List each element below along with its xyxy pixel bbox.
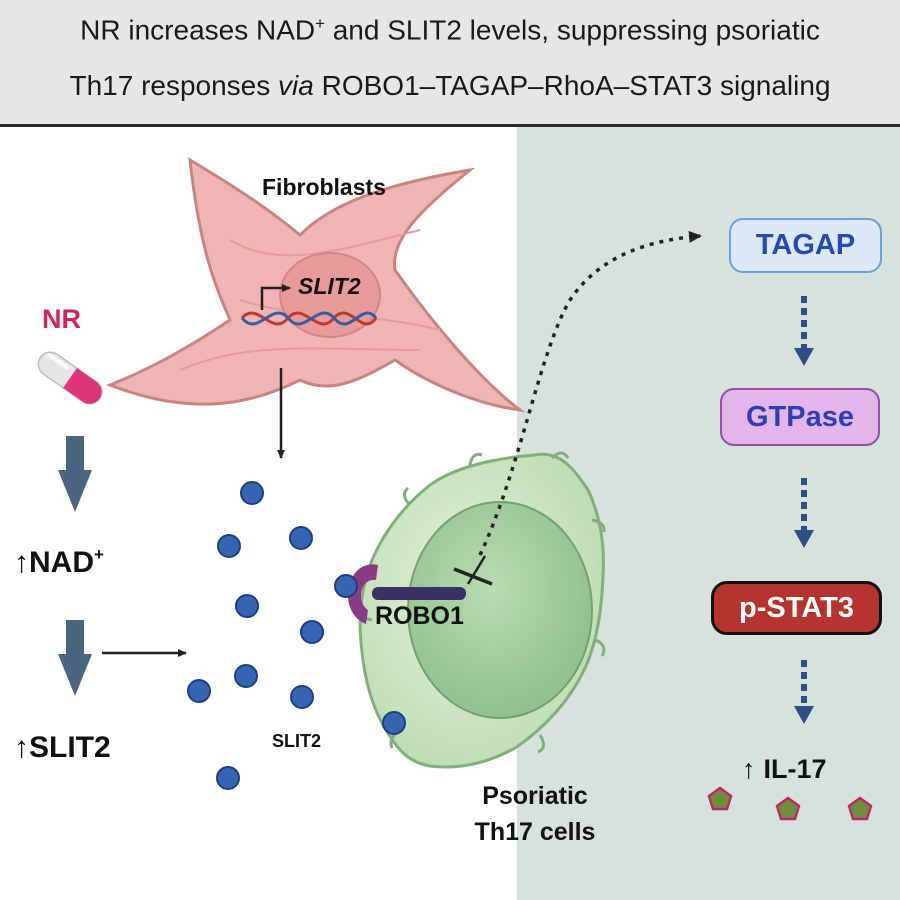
fibroblast-cell — [105, 157, 526, 413]
slit2-protein-dot — [216, 766, 240, 790]
gtpase-to-pstat3-arrow — [794, 478, 814, 548]
th17-cell — [358, 451, 606, 769]
cell-label-line-2: Th17 cells — [475, 818, 596, 846]
title-superscript: + — [315, 14, 325, 33]
slit2-protein-label: SLIT2 — [272, 731, 321, 751]
slit2-protein-dot — [234, 664, 258, 688]
title-line-2: Th17 responses via ROBO1–TAGAP–RhoA–STAT… — [0, 70, 900, 102]
slit2-level-label: ↑SLIT2 — [14, 731, 111, 764]
title-italic: via — [278, 70, 314, 101]
slit2-protein-dot — [217, 534, 241, 558]
pstat3-box: p-STAT3 — [711, 581, 882, 635]
pentagon-icon — [775, 796, 801, 821]
title-text: ROBO1–TAGAP–RhoA–STAT3 signaling — [313, 70, 831, 101]
capsule-icon — [37, 351, 103, 405]
up-arrow-icon: ↑ — [742, 754, 756, 784]
slit2-level-text: SLIT2 — [29, 731, 111, 764]
slit2-protein-cluster — [187, 481, 406, 790]
slit2-protein-dot — [235, 594, 259, 618]
pentagon-icon — [847, 796, 873, 821]
robo1-stalk — [372, 587, 466, 600]
title-line-1: NR increases NAD+ and SLIT2 levels, supp… — [0, 14, 900, 46]
slit2-protein-dot — [187, 679, 211, 703]
slit2-protein-dot — [300, 620, 324, 644]
title-text: NR increases NAD — [80, 14, 316, 46]
title-text: and SLIT2 levels, suppressing psoriatic — [324, 14, 820, 46]
fibroblasts-label: Fibroblasts — [262, 174, 386, 200]
slit2-gene-label: SLIT2 — [298, 273, 361, 299]
cell-label-line-1: Psoriatic — [482, 782, 588, 810]
nad-superscript: + — [94, 545, 104, 564]
pstat3-to-il17-arrow — [794, 660, 814, 724]
slit2-protein-dot — [290, 685, 314, 709]
nad-level-label: ↑NAD+ — [14, 545, 104, 579]
slit2-protein-dot — [334, 574, 358, 598]
tagap-box: TAGAP — [729, 218, 882, 273]
slit2-protein-dot — [289, 526, 313, 550]
promoter-arrow-icon — [260, 284, 291, 310]
dna-helix-icon — [240, 311, 378, 326]
tagap-to-gtpase-arrow — [794, 296, 814, 366]
nad-text: NAD — [29, 546, 94, 579]
slit2-protein-dot — [382, 711, 406, 735]
gtpase-box: GTPase — [720, 388, 880, 446]
nad-to-slit2-arrow — [58, 620, 92, 696]
up-arrow-icon: ↑ — [14, 546, 29, 579]
il17-label: ↑ IL-17 — [742, 754, 827, 784]
nr-label: NR — [42, 304, 81, 334]
title-text: Th17 responses — [69, 70, 279, 101]
il17-text: IL-17 — [764, 754, 827, 784]
inhibition-stem — [466, 555, 487, 585]
slit2-protein-dot — [240, 481, 264, 505]
th17-nucleus — [407, 501, 593, 719]
pentagon-icon — [707, 786, 733, 811]
robo1-label: ROBO1 — [375, 602, 464, 630]
up-arrow-icon: ↑ — [14, 731, 29, 764]
robo1-to-tagap-arrow — [478, 230, 702, 556]
inhibition-bar-icon — [453, 567, 493, 586]
title-bar: NR increases NAD+ and SLIT2 levels, supp… — [0, 0, 900, 127]
nr-to-nad-arrow — [58, 436, 92, 512]
